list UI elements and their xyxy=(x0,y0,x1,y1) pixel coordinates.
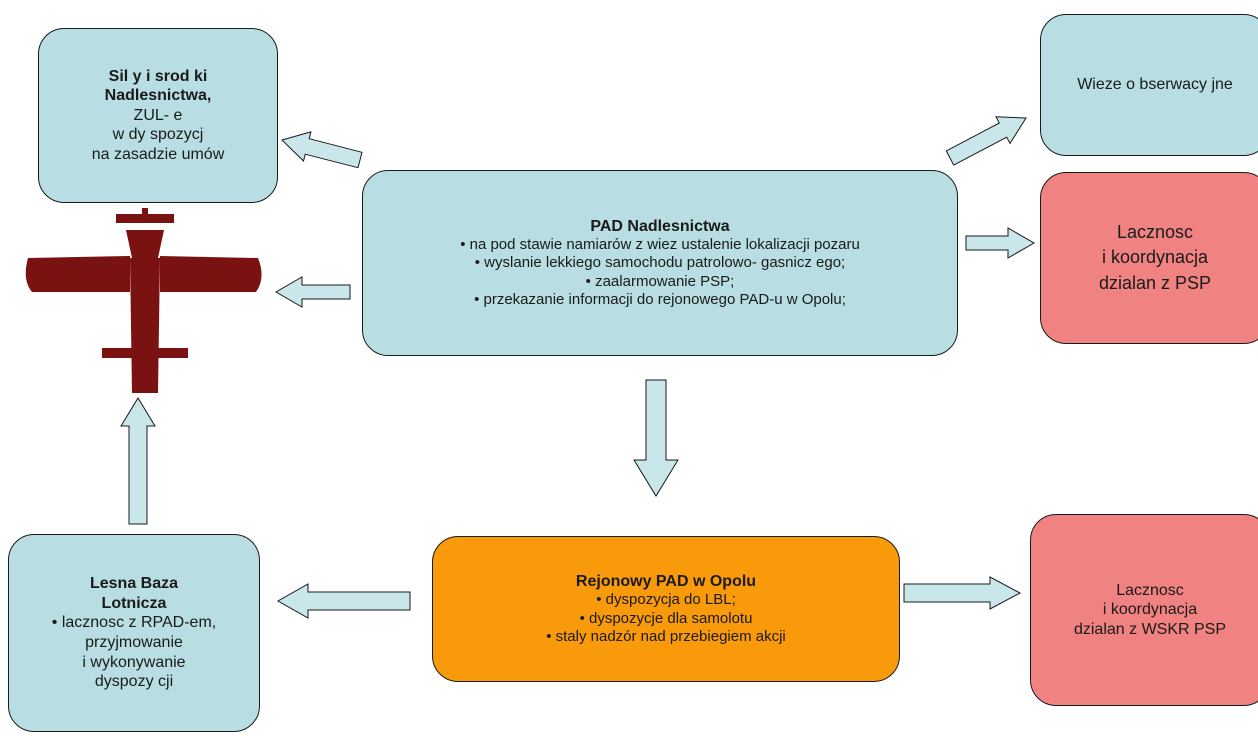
node-text-line: • dyspozycja do LBL; xyxy=(596,591,736,609)
arrow-center-to-rejonowy xyxy=(633,379,679,497)
node-title-line: Lesna Baza xyxy=(89,575,179,593)
node-title: Rejonowy PAD w Opolu xyxy=(575,572,757,590)
node-text-line: Wieze o bserwacy jne xyxy=(1077,76,1233,94)
node-title: PAD Nadlesnictwa xyxy=(590,217,730,235)
node-text-line: • dyspozycje dla samolotu xyxy=(579,609,753,627)
arrow-rejonowy-to-baza xyxy=(276,583,411,619)
node-lesna-baza-lotnicza: Lesna Baza Lotnicza • lacznosc z RPAD-em… xyxy=(8,534,260,732)
node-text-line: • przekazanie informacji do rejonowego P… xyxy=(474,291,846,309)
arrow-center-to-top-left xyxy=(281,131,363,169)
node-text-line: Lacznosc xyxy=(1116,222,1194,243)
node-title-line: Sil y i srod ki xyxy=(108,67,208,85)
arrow-center-to-towers xyxy=(945,116,1027,166)
arrow-center-to-psp xyxy=(965,227,1036,259)
node-text-line: ZUL- e xyxy=(133,106,183,124)
arrow-center-to-plane xyxy=(274,276,351,308)
node-pad-nadlesnictwa: PAD Nadlesnictwa • na pod stawie namiaró… xyxy=(362,170,958,356)
node-text-line: i wykonywanie xyxy=(82,653,186,671)
node-text-line: w dy spozycj xyxy=(112,126,204,144)
airplane-icon xyxy=(25,208,262,393)
node-text-line: • na pod stawie namiarów z wiez ustaleni… xyxy=(460,236,860,254)
node-forest-resources: Sil y i srod ki Nadlesnictwa, ZUL- e w d… xyxy=(38,28,278,203)
node-title-line: Nadlesnictwa, xyxy=(104,87,212,105)
node-wskr-psp-coordination: Lacznosc i koordynacja dzialan z WSKR PS… xyxy=(1030,514,1258,706)
node-text-line: dyspozy cji xyxy=(94,673,174,691)
arrow-baza-to-plane xyxy=(120,397,156,525)
node-text-line: • lacznosc z RPAD-em, xyxy=(51,614,217,632)
node-text-line: Lacznosc xyxy=(1116,581,1184,599)
node-psp-coordination: Lacznosc i koordynacja dzialan z PSP xyxy=(1040,172,1258,344)
node-text-line: na zasadzie umów xyxy=(91,145,225,163)
node-text-line: • staly nadzór nad przebiegiem akcji xyxy=(546,627,786,645)
node-text-line: • wyslanie lekkiego samochodu patrolowo-… xyxy=(474,254,846,272)
node-rejonowy-pad: Rejonowy PAD w Opolu • dyspozycja do LBL… xyxy=(432,536,900,682)
node-text-line: dzialan z PSP xyxy=(1098,272,1212,293)
node-text-line: przyjmowanie xyxy=(85,634,183,651)
node-observation-towers: Wieze o bserwacy jne xyxy=(1040,14,1258,156)
node-text-line: dzialan z WSKR PSP xyxy=(1073,620,1227,638)
node-text-line: • zaalarmowanie PSP; xyxy=(585,272,735,290)
node-text-line: i koordynacja xyxy=(1102,601,1198,619)
arrow-rejonowy-to-wskr xyxy=(903,576,1022,610)
node-title-line: Lotnicza xyxy=(101,594,167,612)
node-text-line: i koordynacja xyxy=(1101,247,1209,268)
